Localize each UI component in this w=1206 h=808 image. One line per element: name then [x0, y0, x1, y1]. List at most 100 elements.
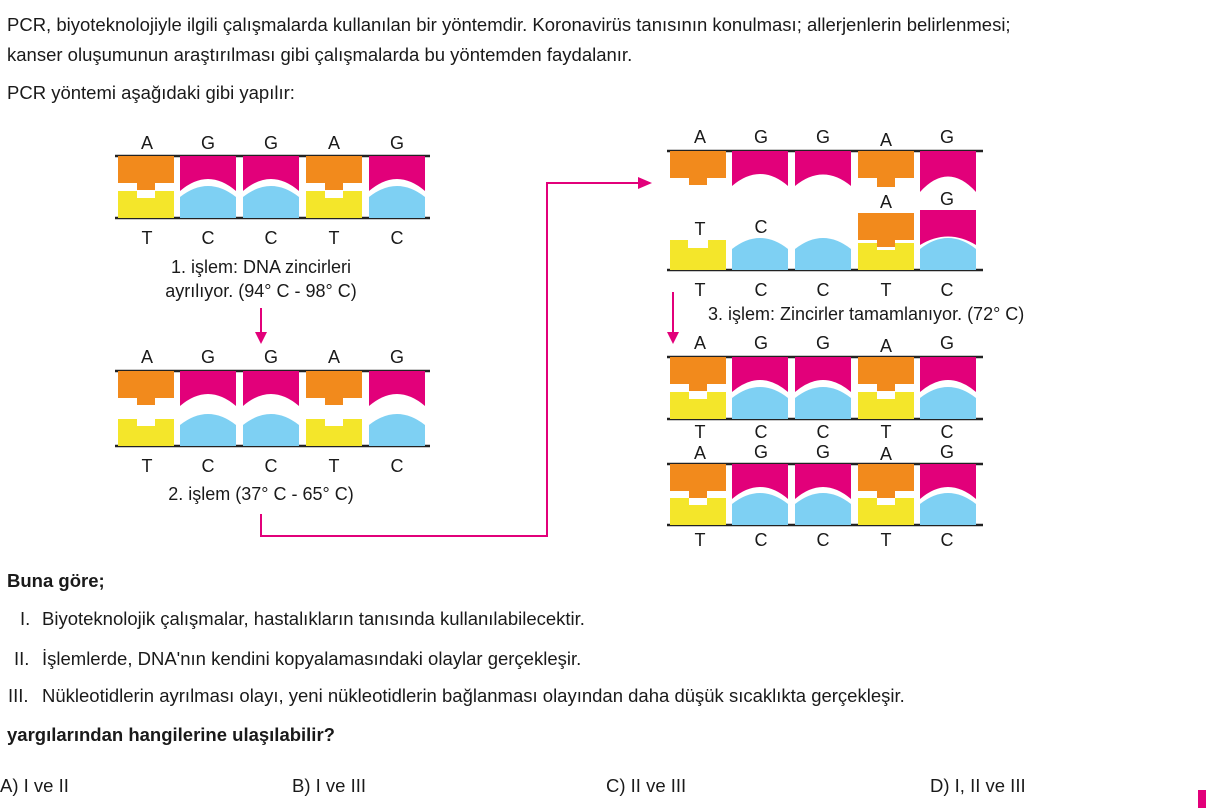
- base-letter: G: [816, 127, 830, 147]
- base-letter: A: [880, 192, 892, 212]
- base-letter: G: [201, 347, 215, 367]
- base-letter: C: [265, 456, 278, 476]
- base-letter: T: [695, 280, 706, 300]
- nucleotide-C: [795, 387, 851, 419]
- base-letter: C: [755, 217, 768, 237]
- base-letter: A: [141, 347, 153, 367]
- base-letter: T: [695, 422, 706, 442]
- statement-I-text: Biyoteknolojik çalışmalar, hastalıkların…: [42, 608, 585, 629]
- base-letter: C: [202, 228, 215, 248]
- nucleotide-G: [795, 357, 851, 392]
- nucleotide-G: [369, 371, 425, 406]
- base-letter: G: [390, 133, 404, 153]
- block1-bottom-bases: T C C T C: [142, 228, 404, 248]
- option-d[interactable]: D) I, II ve III: [930, 775, 1026, 796]
- question-lead: Buna göre;: [7, 570, 105, 591]
- base-letter: C: [391, 456, 404, 476]
- base-letter: T: [142, 456, 153, 476]
- base-letter: A: [694, 443, 706, 463]
- page-edge-marker: [1198, 790, 1206, 808]
- step1-caption-line2: ayrılıyor. (94° C - 98° C): [165, 281, 356, 301]
- nucleotide-C: [180, 414, 236, 446]
- base-letter: G: [754, 333, 768, 353]
- base-letter: A: [141, 133, 153, 153]
- nucleotide-A: [118, 156, 174, 190]
- nucleotide-G: [795, 464, 851, 499]
- statement-III-text: Nükleotidlerin ayrılması olayı, yeni nük…: [42, 685, 905, 706]
- nucleotide-G: [732, 464, 788, 499]
- nucleotide-C: [369, 414, 425, 446]
- nucleotide-G: [243, 156, 299, 191]
- base-letter: A: [880, 444, 892, 464]
- nucleotide-C: [180, 186, 236, 218]
- nucleotide-G: [795, 151, 851, 186]
- nucleotide-G: [920, 357, 976, 392]
- base-letter: A: [694, 333, 706, 353]
- base-letter: G: [940, 442, 954, 462]
- base-letter: G: [754, 442, 768, 462]
- nucleotide-A: [306, 156, 362, 190]
- base-letter: G: [940, 333, 954, 353]
- nucleotide-A: [306, 371, 362, 405]
- base-letter: G: [940, 127, 954, 147]
- nucleotide-G: [732, 357, 788, 392]
- nucleotide-G: [180, 371, 236, 406]
- nucleotide-T: [670, 498, 726, 525]
- option-b[interactable]: B) I ve III: [292, 775, 367, 796]
- option-a[interactable]: A) I ve II: [0, 775, 69, 796]
- base-letter: A: [328, 133, 340, 153]
- base-letter: C: [202, 456, 215, 476]
- statement-I-number: I.: [20, 608, 31, 629]
- base-letter: A: [880, 130, 892, 150]
- nucleotide-G: [920, 464, 976, 499]
- block2-top-bases: A G G A G: [141, 347, 404, 367]
- base-letter: G: [940, 189, 954, 209]
- nucleotide-T: [858, 498, 914, 525]
- base-letter: A: [880, 336, 892, 356]
- base-letter: G: [264, 133, 278, 153]
- nucleotide-A: [858, 151, 914, 187]
- nucleotide-G: [920, 210, 976, 245]
- nucleotide-C: [732, 387, 788, 419]
- base-letter: A: [694, 127, 706, 147]
- base-letter: T: [695, 530, 706, 550]
- base-letter: G: [816, 442, 830, 462]
- nucleotide-A: [670, 464, 726, 498]
- base-letter: C: [941, 280, 954, 300]
- nucleotide-C: [795, 238, 851, 270]
- base-letter: G: [390, 347, 404, 367]
- base-letter: T: [881, 422, 892, 442]
- nucleotide-T: [118, 419, 174, 446]
- base-letter: T: [695, 219, 706, 239]
- block4-bottom-bases: T C C T C: [695, 422, 954, 442]
- nucleotide-C: [732, 238, 788, 270]
- nucleotide-A: [858, 464, 914, 498]
- base-letter: G: [264, 347, 278, 367]
- intro-line-1: PCR, biyoteknolojiyle ilgili çalışmalard…: [7, 14, 1011, 35]
- arrow-head-step2-to-step3: [638, 177, 652, 189]
- nucleotide-A: [858, 213, 914, 247]
- arrow-head-step1-to-step2: [255, 332, 267, 344]
- nucleotide-G: [732, 151, 788, 186]
- nucleotide-T: [118, 191, 174, 218]
- arrow-head-step3-down: [667, 332, 679, 344]
- nucleotide-C: [920, 493, 976, 525]
- option-c[interactable]: C) II ve III: [606, 775, 687, 796]
- nucleotide-C: [369, 186, 425, 218]
- intro-line-2: kanser oluşumunun araştırılması gibi çal…: [7, 44, 633, 65]
- pcr-diagram: A G G A G T C C T C 1. işlem: DNA zincir…: [115, 127, 1024, 550]
- base-letter: G: [201, 133, 215, 153]
- statement-II-text: İşlemlerde, DNA'nın kendini kopyalamasın…: [42, 648, 582, 669]
- nucleotide-G: [369, 156, 425, 191]
- nucleotide-T: [858, 392, 914, 419]
- block5-bottom-bases: T C C T C: [695, 530, 954, 550]
- base-letter: C: [941, 530, 954, 550]
- block4-top-bases: A G G A G: [694, 333, 954, 356]
- nucleotide-C: [732, 493, 788, 525]
- arrow-step2-to-step3: [260, 182, 640, 537]
- nucleotide-T: [670, 392, 726, 419]
- nucleotide-T: [858, 243, 914, 270]
- nucleotide-T: [306, 191, 362, 218]
- base-letter: C: [817, 530, 830, 550]
- block1-top-bases: A G G A G: [141, 133, 404, 153]
